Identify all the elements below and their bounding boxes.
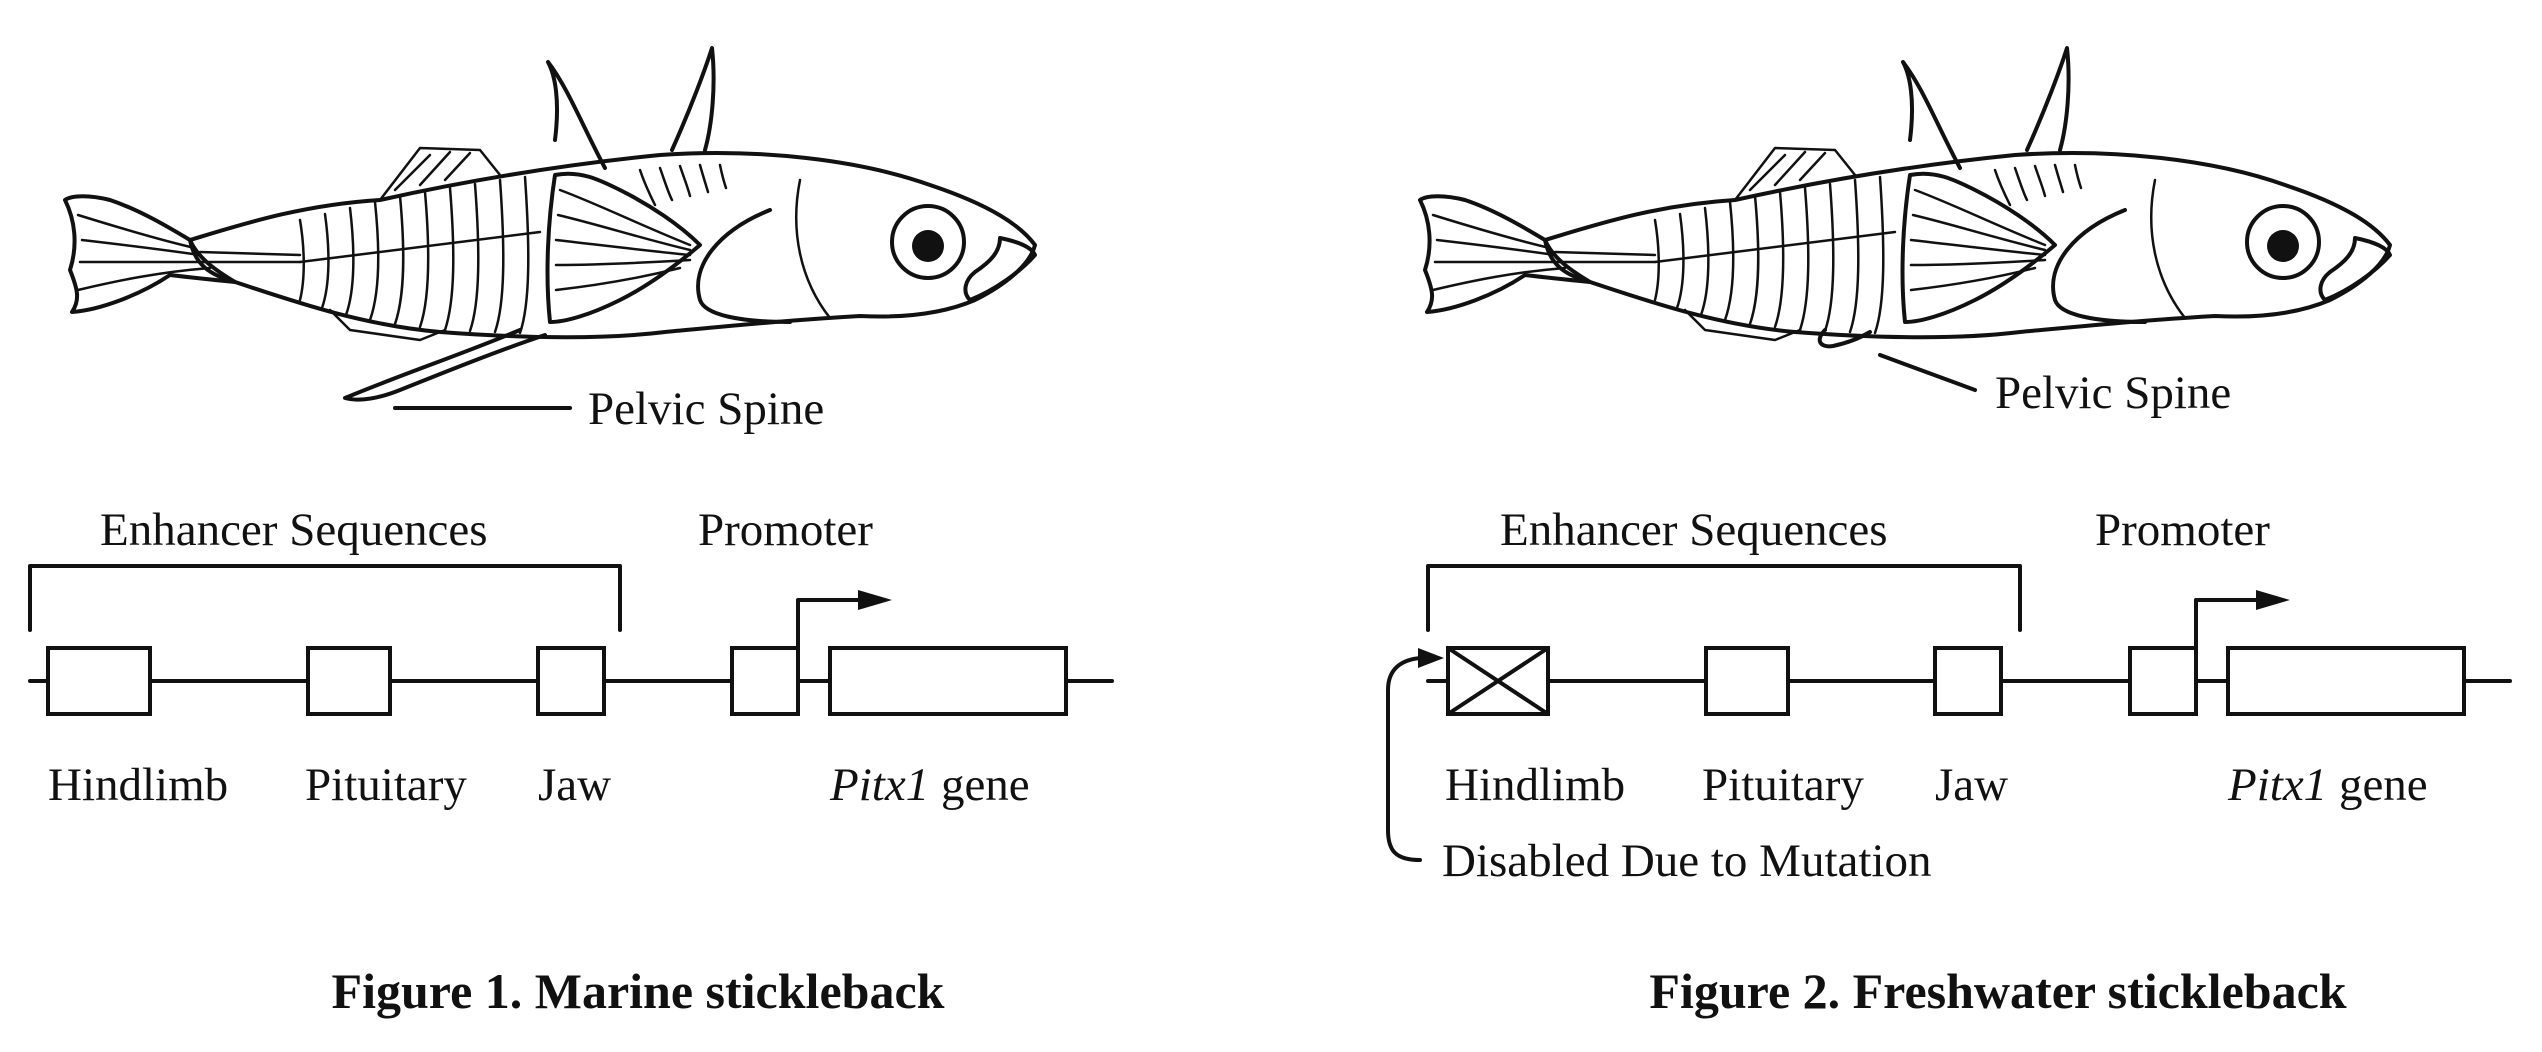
jaw-enhancer-box	[1933, 646, 2003, 716]
pituitary-enhancer-box	[1704, 646, 1790, 716]
jaw-label: Jaw	[1935, 759, 2008, 811]
pitx1-gene-box	[828, 646, 1068, 716]
mutation-pointer-arrow	[1386, 648, 1444, 862]
jaw-enhancer-box	[536, 646, 606, 716]
pelvic-spine-pointer	[1878, 353, 1977, 392]
hindlimb-label: Hindlimb	[1445, 759, 1625, 811]
disabled-mutation-label: Disabled Due to Mutation	[1442, 835, 1932, 887]
promoter-box	[2128, 646, 2198, 716]
figure-2-caption: Figure 2. Freshwater stickleback	[1649, 963, 2346, 1019]
promoter-label: Promoter	[2095, 504, 2270, 556]
transcription-arrow-icon	[796, 590, 892, 650]
promoter-box	[730, 646, 800, 716]
enhancer-bracket	[28, 564, 622, 632]
pituitary-label: Pituitary	[305, 759, 467, 811]
pelvic-spine-label: Pelvic Spine	[588, 383, 824, 435]
jaw-label: Jaw	[538, 759, 611, 811]
stickleback-fish-illustration-icon	[63, 46, 1037, 402]
pitx1-gene-label: Pitx1 gene	[2227, 759, 2428, 811]
stickleback-fish-illustration-icon	[1418, 46, 2392, 349]
transcription-arrow-icon	[2194, 590, 2290, 650]
crossed-box-icon	[1446, 646, 1550, 716]
figure-1-marine: Pelvic Spine Enhancer Sequences Promoter…	[28, 46, 1114, 1019]
hindlimb-enhancer-box	[46, 646, 152, 716]
pituitary-enhancer-box	[306, 646, 392, 716]
figure-2-freshwater: Pelvic Spine Enhancer Sequences Promoter…	[1386, 46, 2512, 1019]
pitx1-gene-box	[2226, 646, 2466, 716]
pitx1-gene-label: Pitx1 gene	[829, 759, 1030, 811]
pituitary-label: Pituitary	[1702, 759, 1864, 811]
enhancer-bracket	[1426, 564, 2022, 632]
pelvic-spine-label: Pelvic Spine	[1995, 367, 2231, 419]
enhancer-sequences-label: Enhancer Sequences	[100, 504, 488, 556]
hindlimb-label: Hindlimb	[48, 759, 228, 811]
enhancer-sequences-label: Enhancer Sequences	[1500, 504, 1888, 556]
figure-1-caption: Figure 1. Marine stickleback	[332, 963, 945, 1019]
promoter-label: Promoter	[698, 504, 873, 556]
